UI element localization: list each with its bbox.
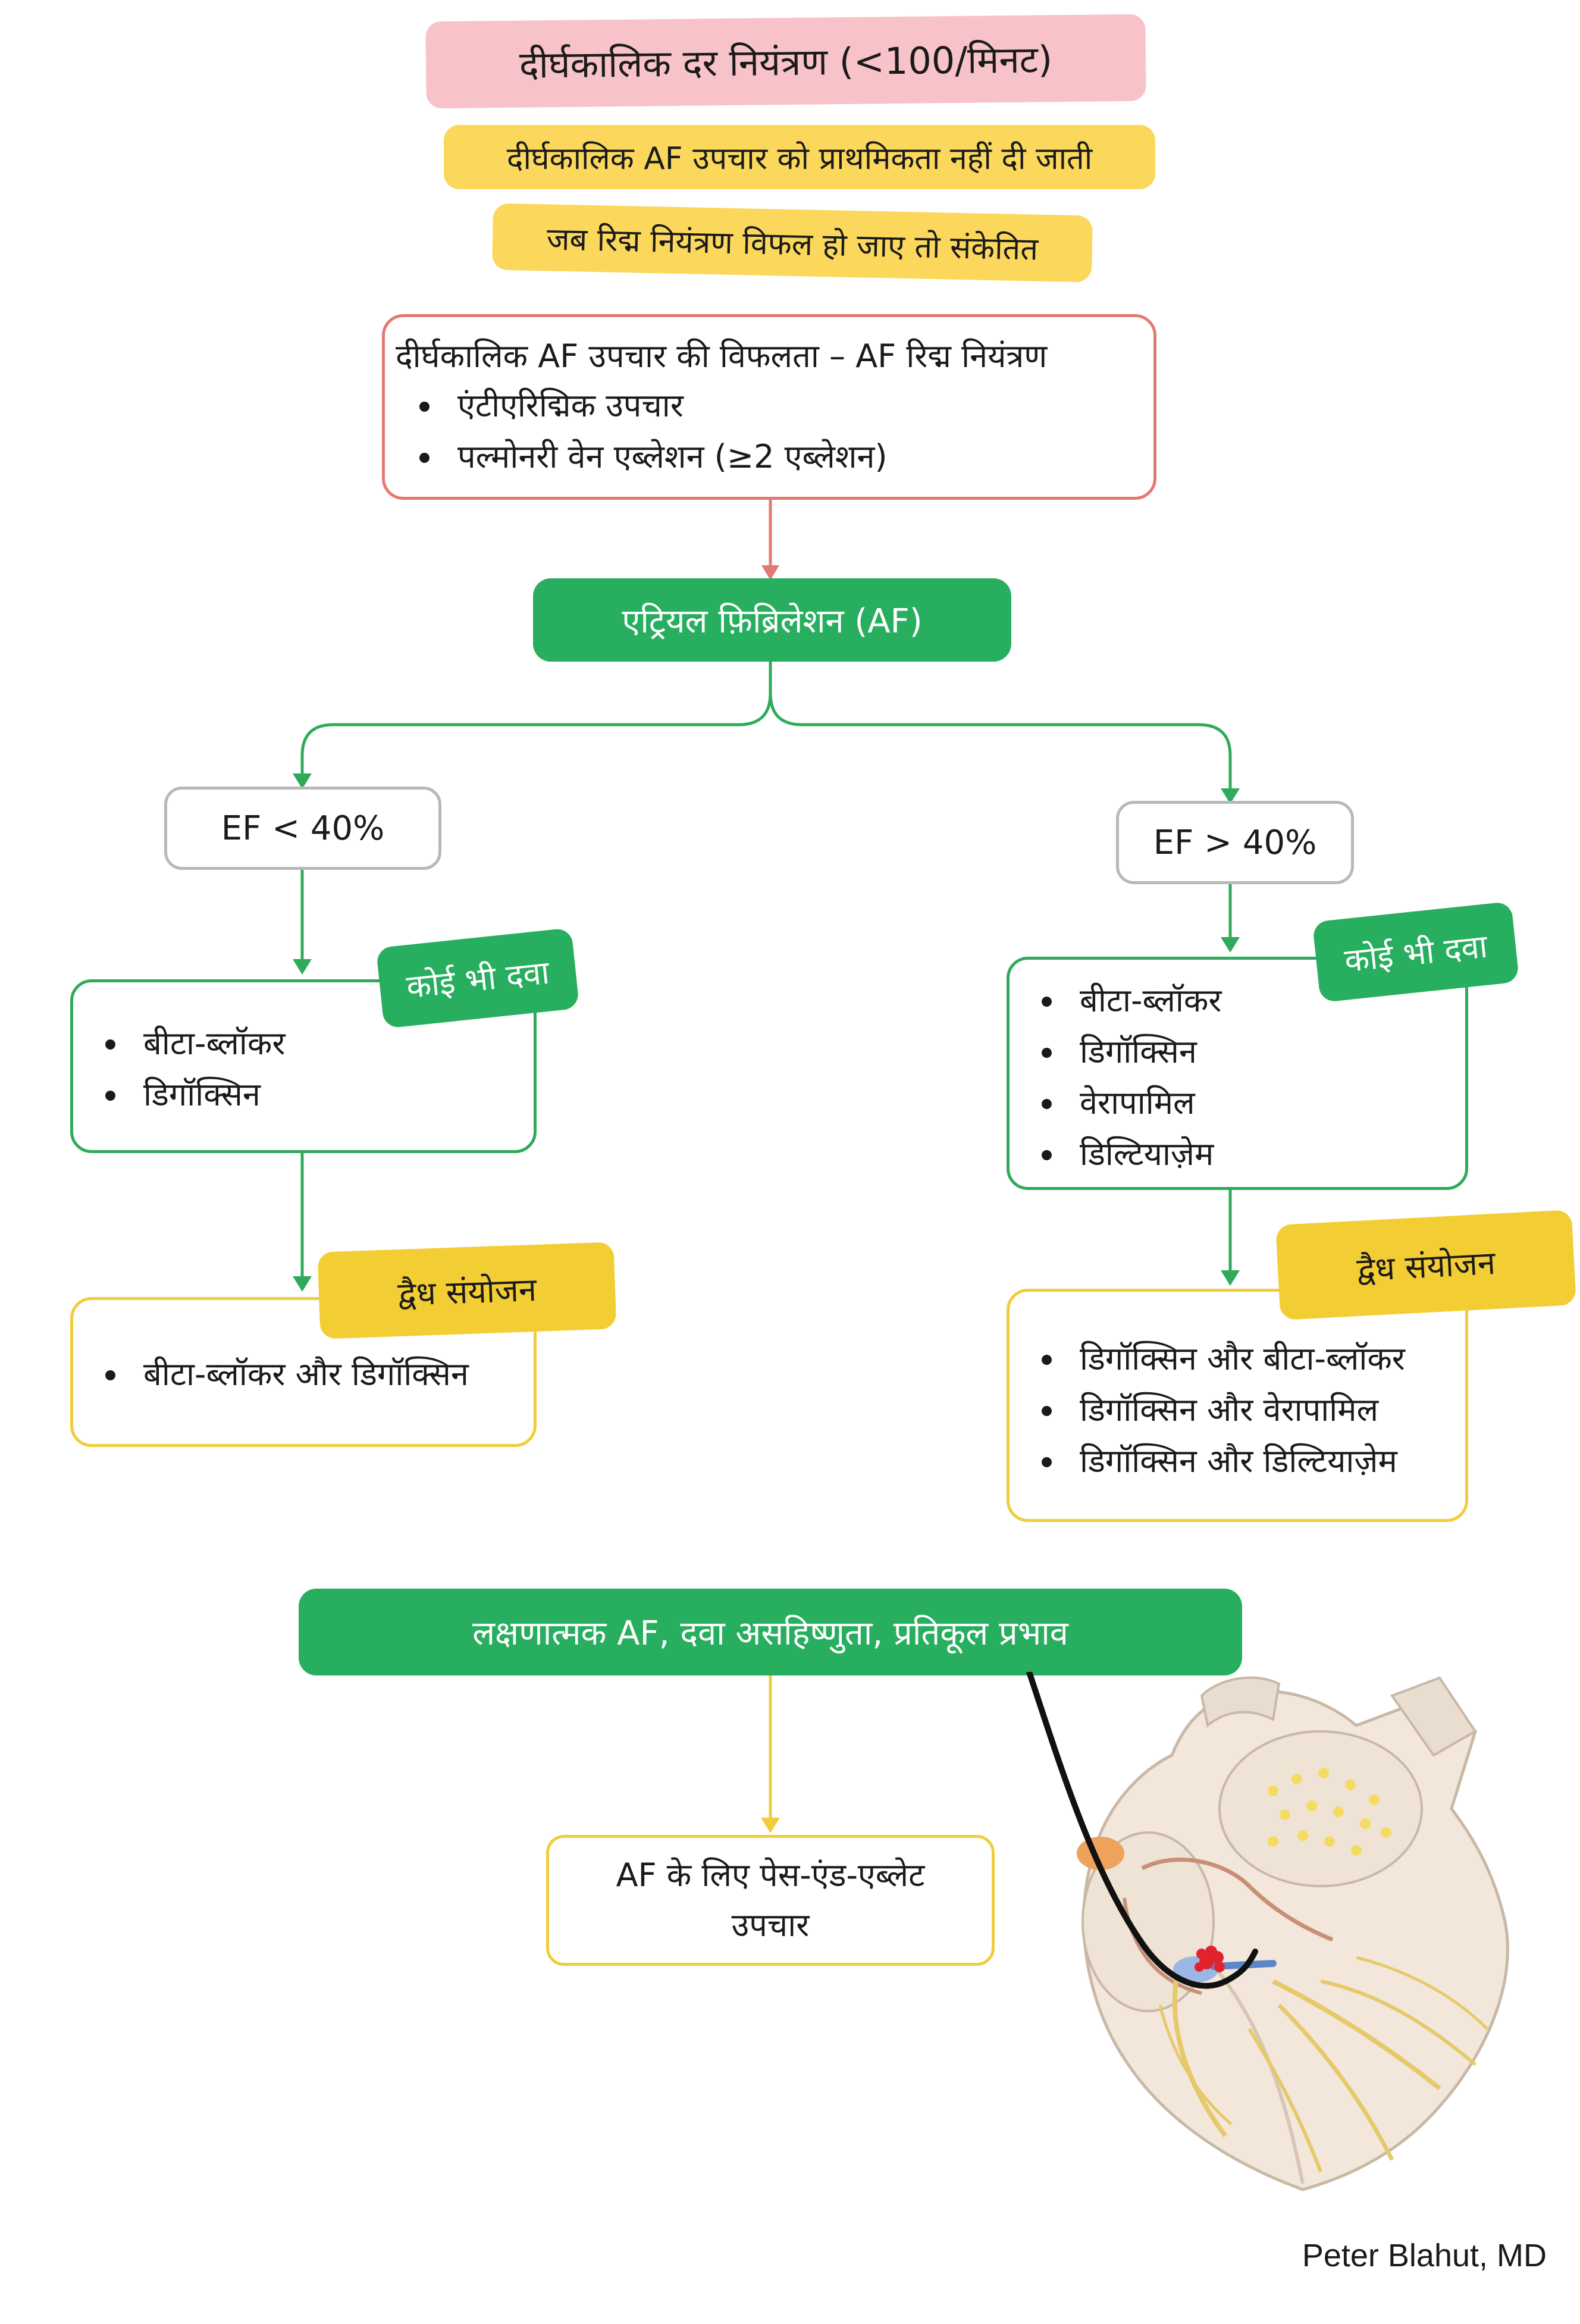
list-item: डिगॉक्सिन और डिल्टियाज़ेम — [1042, 1436, 1465, 1487]
right-combo-box: डिगॉक्सिन और बीटा-ब्लॉकर डिगॉक्सिन और वे… — [1007, 1289, 1468, 1522]
note-indicated-text: जब रिद्म नियंत्रण विफल हो जाए तो संकेतित — [546, 221, 1039, 268]
branch-left — [300, 662, 772, 779]
author-name: Peter Blahut, MD — [1302, 2238, 1547, 2273]
af-node: एट्रियल फ़िब्रिलेशन (AF) — [533, 578, 1011, 662]
list-item: पल्मोनरी वेन एब्लेशन (≥2 एब्लेशन) — [419, 431, 1153, 483]
left-any-drug-tag-text: कोई भी दवा — [405, 953, 551, 1006]
right-any-drug-tag-text: कोई भी दवा — [1343, 927, 1490, 980]
list-item: एंटीएरिद्मिक उपचार — [419, 380, 1153, 431]
list-item: डिगॉक्सिन — [1042, 1026, 1465, 1078]
arrow-failure-head — [761, 565, 779, 580]
pace-ablate-box: AF के लिए पेस-एंड-एब्लेट उपचार — [546, 1835, 995, 1966]
right-drug-box: बीटा-ब्लॉकर डिगॉक्सिन वेरापामिल डिल्टिया… — [1007, 957, 1468, 1190]
page-title: दीर्घकालिक दर नियंत्रण (<100/मिनट) — [425, 14, 1146, 109]
left-drug-list: बीटा-ब्लॉकर डिगॉक्सिन — [73, 1018, 534, 1120]
heart-ablation-illustration — [1026, 1672, 1509, 2191]
author-credit: Peter Blahut, MD — [1237, 2237, 1547, 2285]
pace-ablate-line1: AF के लिए पेस-एंड-एब्लेट — [616, 1856, 925, 1894]
list-item: डिल्टियाज़ेम — [1042, 1129, 1465, 1180]
branch-right — [769, 693, 1232, 794]
symptomatic-node: लक्षणात्मक AF, दवा असहिष्णुता, प्रतिकूल … — [299, 1589, 1242, 1675]
ef-high-box: EF > 40% — [1116, 801, 1354, 884]
page-title-text: दीर्घकालिक दर नियंत्रण (<100/मिनट) — [519, 37, 1053, 87]
ef-low-box: EF < 40% — [164, 787, 441, 870]
list-item: डिगॉक्सिन — [105, 1069, 534, 1120]
failure-list: एंटीएरिद्मिक उपचार पल्मोनरी वेन एब्लेशन … — [385, 380, 1153, 483]
pace-ablate-line2: उपचार — [731, 1906, 810, 1944]
left-combo-tag-text: द्वैध संयोजन — [397, 1270, 537, 1314]
right-combo-tag: द्वैध संयोजन — [1275, 1210, 1576, 1320]
right-combo-list: डिगॉक्सिन और बीटा-ब्लॉकर डिगॉक्सिन और वे… — [1010, 1333, 1465, 1487]
failure-box: दीर्घकालिक AF उपचार की विफलता – AF रिद्म… — [382, 314, 1156, 500]
symptomatic-node-label: लक्षणात्मक AF, दवा असहिष्णुता, प्रतिकूल … — [472, 1614, 1068, 1653]
list-item: डिगॉक्सिन और बीटा-ब्लॉकर — [1042, 1333, 1465, 1385]
list-item: बीटा-ब्लॉकर — [1042, 975, 1465, 1026]
note-not-prioritized-text: दीर्घकालिक AF उपचार को प्राथमिकता नहीं द… — [506, 140, 1093, 177]
right-combo-tag-text: द्वैध संयोजन — [1356, 1244, 1497, 1289]
left-combo-tag: द्वैध संयोजन — [317, 1242, 617, 1339]
list-item: बीटा-ब्लॉकर — [105, 1018, 534, 1069]
failure-heading: दीर्घकालिक AF उपचार की विफलता – AF रिद्म… — [396, 337, 1048, 375]
list-item: वेरापामिल — [1042, 1078, 1465, 1129]
left-combo-list: बीटा-ब्लॉकर और डिगॉक्सिन — [73, 1349, 534, 1400]
note-not-prioritized: दीर्घकालिक AF उपचार को प्राथमिकता नहीं द… — [444, 125, 1155, 189]
list-item: बीटा-ब्लॉकर और डिगॉक्सिन — [105, 1349, 534, 1400]
ef-low-label: EF < 40% — [221, 809, 385, 848]
note-indicated: जब रिद्म नियंत्रण विफल हो जाए तो संकेतित — [491, 203, 1093, 283]
af-node-label: एट्रियल फ़िब्रिलेशन (AF) — [622, 602, 923, 641]
ef-high-label: EF > 40% — [1153, 823, 1317, 862]
list-item: डिगॉक्सिन और वेरापामिल — [1042, 1385, 1465, 1436]
right-drug-list: बीटा-ब्लॉकर डिगॉक्सिन वेरापामिल डिल्टिया… — [1010, 975, 1465, 1180]
